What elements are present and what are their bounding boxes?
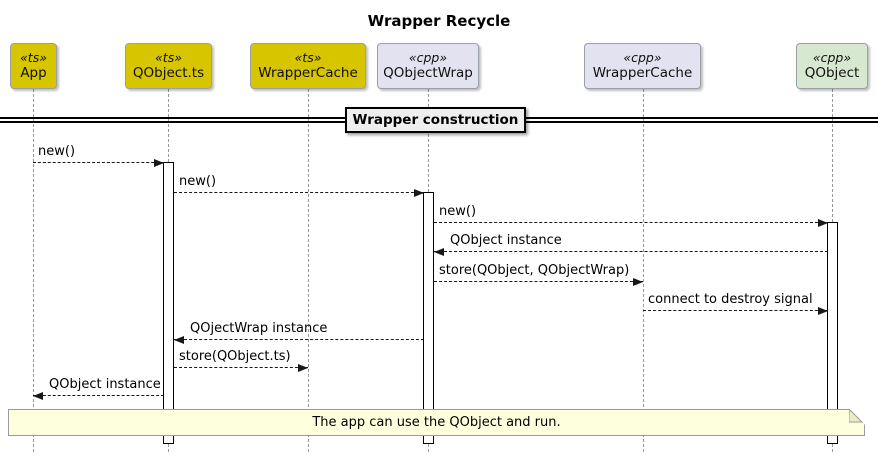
lifeline-wrappercache-cpp: [643, 89, 644, 452]
message-store-qobjectts: store(QObject.ts): [174, 346, 308, 372]
message-new-qobjectts-to-qobjectwrap: new(): [174, 171, 424, 197]
message-qobject-instance-return: QObject instance: [434, 230, 828, 256]
message-line: [33, 162, 164, 163]
participant-name: WrapperCache: [592, 65, 693, 81]
participant-qobjectwrap: «cpp» QObjectWrap: [377, 43, 479, 89]
message-line: [174, 192, 424, 193]
participant-wrappercache-ts: «ts» WrapperCache: [250, 43, 366, 89]
message-line: [174, 339, 424, 340]
message-line: [434, 251, 828, 252]
message-label: store(QObject.ts): [179, 349, 291, 364]
arrowhead-right-icon: [818, 307, 828, 315]
participant-name: QObject: [804, 65, 860, 81]
activation-qobject: [827, 222, 838, 444]
activation-qobject-ts: [163, 162, 174, 444]
stereotype-label: «cpp»: [623, 50, 662, 65]
message-line: [434, 222, 828, 223]
message-new-app-to-qobjectts: new(): [33, 141, 164, 167]
arrowhead-left-icon: [33, 392, 43, 400]
stereotype-label: «ts»: [294, 50, 322, 65]
stereotype-label: «ts»: [155, 50, 182, 65]
message-line: [33, 395, 164, 396]
message-store-qobject-qobjectwrap: store(QObject, QObjectWrap): [434, 260, 643, 286]
arrowhead-right-icon: [298, 364, 308, 372]
message-new-qobjectwrap-to-qobject: new(): [434, 201, 828, 227]
message-label: new(): [38, 144, 76, 159]
arrowhead-right-icon: [414, 189, 424, 197]
message-line: [434, 281, 643, 282]
message-qobject-instance-to-app: QObject instance: [33, 374, 164, 400]
message-line: [643, 310, 828, 311]
note-fold-corner-icon: [849, 409, 865, 425]
participant-app: «ts» App: [10, 43, 57, 89]
activation-qobjectwrap: [423, 192, 434, 444]
message-label: connect to destroy signal: [648, 292, 813, 307]
arrowhead-left-icon: [434, 248, 444, 256]
message-label: store(QObject, QObjectWrap): [439, 263, 630, 278]
message-qojectwrap-instance-return: QOjectWrap instance: [174, 318, 424, 344]
lifeline-wrappercache-ts: [308, 89, 309, 452]
message-label: QOjectWrap instance: [190, 321, 328, 336]
arrowhead-right-icon: [633, 278, 643, 286]
message-line: [174, 367, 308, 368]
divider-wrapper-construction: Wrapper construction: [345, 107, 526, 133]
participant-qobject: «cpp» QObject: [796, 43, 868, 89]
participant-name: QObjectWrap: [383, 65, 473, 81]
message-label: new(): [439, 204, 477, 219]
message-label: new(): [179, 174, 217, 189]
message-connect-destroy-signal: connect to destroy signal: [643, 289, 828, 315]
note-text: The app can use the QObject and run.: [312, 415, 561, 430]
stereotype-label: «cpp»: [812, 50, 852, 65]
participant-qobject-ts: «ts» QObject.ts: [125, 43, 212, 89]
note-across: The app can use the QObject and run.: [8, 409, 865, 436]
diagram-title: Wrapper Recycle: [367, 12, 511, 30]
lifeline-app: [33, 89, 34, 452]
message-label: QObject instance: [49, 377, 161, 392]
participant-wrappercache-cpp: «cpp» WrapperCache: [584, 43, 701, 89]
participant-name: QObject.ts: [132, 65, 205, 81]
arrowhead-right-icon: [154, 159, 164, 167]
participant-name: WrapperCache: [258, 65, 358, 81]
stereotype-label: «cpp»: [408, 50, 448, 65]
stereotype-label: «ts»: [20, 50, 47, 65]
message-label: QObject instance: [450, 233, 562, 248]
arrowhead-left-icon: [174, 336, 184, 344]
participant-name: App: [20, 65, 47, 81]
arrowhead-right-icon: [818, 219, 828, 227]
